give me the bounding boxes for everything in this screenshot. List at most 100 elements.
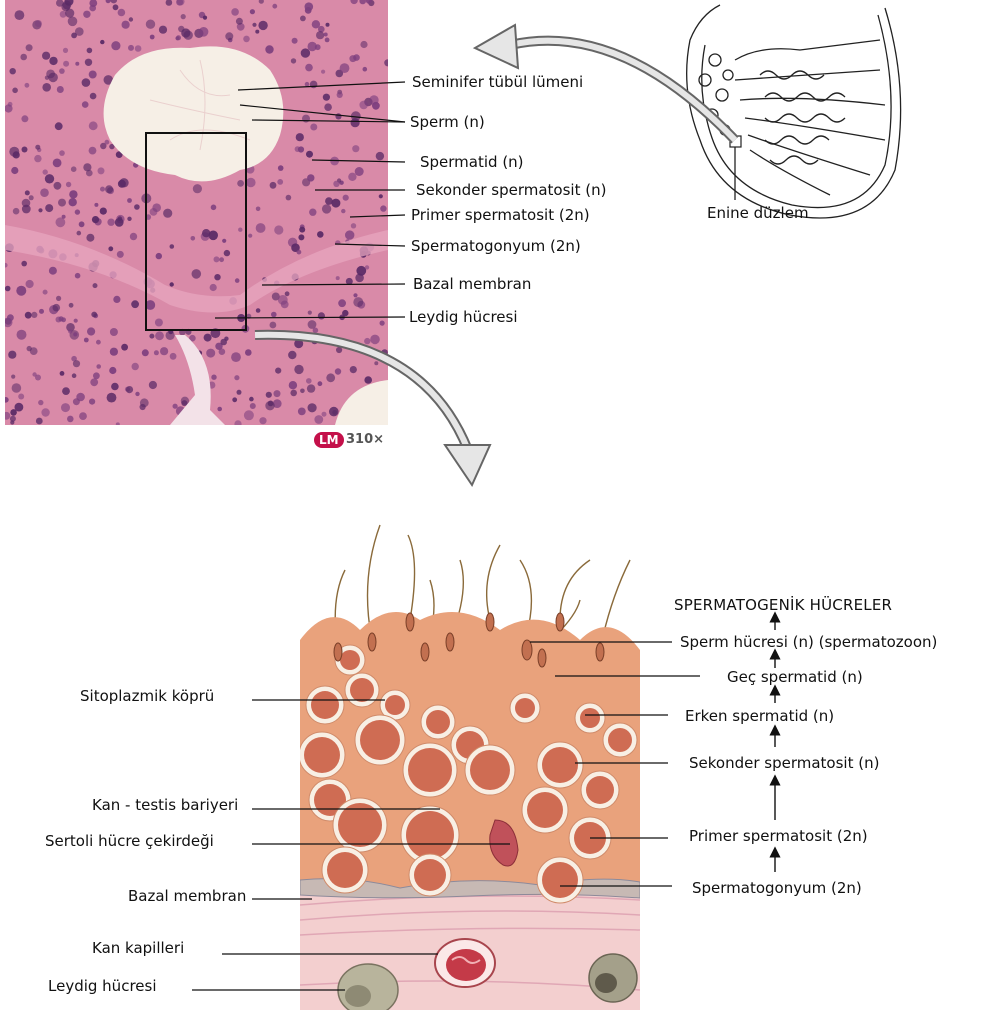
- nucleus-dot: [342, 310, 348, 316]
- nucleus-dot: [150, 208, 158, 216]
- nucleus-dot: [63, 1, 72, 10]
- nucleus-dot: [255, 30, 259, 34]
- nucleus-dot: [300, 389, 305, 394]
- nucleus-dot: [108, 246, 113, 251]
- nucleus-dot: [21, 261, 27, 267]
- nucleus-dot: [224, 250, 230, 256]
- nucleus-dot: [67, 416, 74, 423]
- nucleus-dot: [134, 204, 140, 210]
- nucleus-dot: [156, 253, 162, 259]
- nucleus-dot: [100, 187, 105, 192]
- nucleus-dot: [68, 329, 72, 333]
- nucleus-dot: [285, 291, 290, 296]
- nucleus-dot: [149, 381, 157, 389]
- nucleus-dot: [117, 251, 124, 258]
- nucleus-dot: [110, 328, 118, 336]
- nucleus-dot: [325, 197, 333, 205]
- nucleus-dot: [127, 217, 131, 221]
- label-basal-membrane: Bazal membran: [413, 275, 531, 293]
- nucleus-dot: [59, 68, 65, 74]
- nucleus-dot: [163, 209, 172, 218]
- nucleus-dot: [290, 390, 297, 397]
- label-spermatid: Spermatid (n): [420, 153, 524, 171]
- spermatogenic-drawing: [299, 525, 640, 1016]
- label-cytoplasmic-bridge: Sitoplazmik köprü: [80, 687, 214, 705]
- nucleus-dot: [16, 286, 26, 296]
- germ-cell-nucleus: [580, 708, 600, 728]
- nucleus-dot: [355, 274, 364, 283]
- nucleus-dot: [55, 122, 63, 130]
- nucleus-dot: [74, 319, 78, 323]
- nucleus-dot: [35, 375, 41, 381]
- germ-cell-nucleus: [515, 698, 535, 718]
- nucleus-dot: [40, 188, 49, 197]
- nucleus-dot: [266, 392, 272, 398]
- nucleus-dot: [353, 297, 363, 307]
- germ-cell-nucleus: [304, 737, 340, 773]
- nucleus-dot: [132, 363, 139, 370]
- nucleus-dot: [296, 133, 304, 141]
- nucleus-dot: [291, 58, 296, 63]
- nucleus-dot: [90, 93, 97, 100]
- nucleus-dot: [83, 11, 90, 18]
- nucleus-dot: [5, 286, 11, 292]
- nucleus-dot: [238, 228, 242, 232]
- nucleus-dot: [35, 20, 42, 27]
- nucleus-dot: [246, 178, 256, 188]
- nucleus-dot: [307, 174, 314, 181]
- nucleus-dot: [231, 352, 241, 362]
- nucleus-dot: [63, 61, 69, 67]
- nucleus-dot: [45, 174, 54, 183]
- nucleus-dot: [288, 351, 296, 359]
- nucleus-dot: [295, 146, 301, 152]
- nucleus-dot: [109, 367, 116, 374]
- nucleus-dot: [250, 403, 256, 409]
- nucleus-dot: [237, 390, 242, 395]
- label-drawing-primary: Primer spermatosit (2n): [689, 827, 868, 845]
- nucleus-dot: [3, 263, 8, 268]
- nucleus-dot: [54, 182, 62, 190]
- nucleus-dot: [110, 348, 118, 356]
- nucleus-dot: [113, 4, 119, 10]
- nucleus-dot: [13, 208, 20, 215]
- nucleus-dot: [312, 20, 320, 28]
- nucleus-dot: [332, 410, 337, 415]
- nucleus-dot: [236, 18, 243, 25]
- nucleus-dot: [353, 293, 357, 297]
- nucleus-dot: [286, 195, 292, 201]
- label-drawing-basal-membrane: Bazal membran: [128, 887, 246, 905]
- nucleus-dot: [38, 208, 42, 212]
- nucleus-dot: [336, 276, 340, 280]
- nucleus-dot: [337, 92, 343, 98]
- nucleus-dot: [86, 170, 93, 177]
- label-late-spermatid: Geç spermatid (n): [727, 668, 863, 686]
- nucleus-dot: [49, 267, 57, 275]
- nucleus-dot: [107, 219, 114, 226]
- nucleus-dot: [75, 273, 81, 279]
- nucleus-dot: [118, 9, 126, 17]
- nucleus-dot: [364, 376, 372, 384]
- nucleus-dot: [353, 54, 360, 61]
- nucleus-dot: [84, 338, 89, 343]
- nucleus-dot: [204, 334, 212, 342]
- nucleus-dot: [15, 403, 24, 412]
- nucleus-dot: [360, 41, 367, 48]
- nucleus-dot: [29, 195, 34, 200]
- label-sertoli-nucleus: Sertoli hücre çekirdeği: [45, 832, 214, 850]
- nucleus-dot: [18, 394, 24, 400]
- nucleus-dot: [306, 378, 312, 384]
- germ-cell-nucleus: [350, 678, 374, 702]
- label-transverse-plane: Enine düzlem: [707, 204, 809, 222]
- nucleus-dot: [42, 83, 51, 92]
- nucleus-dot: [199, 27, 209, 37]
- nucleus-dot: [292, 38, 298, 44]
- nucleus-dot: [245, 349, 252, 356]
- nucleus-dot: [335, 113, 341, 119]
- nucleus-dot: [365, 265, 369, 269]
- nucleus-dot: [26, 44, 33, 51]
- nucleus-dot: [41, 408, 49, 416]
- nucleus-dot: [211, 375, 216, 380]
- germ-cell-nucleus: [385, 695, 405, 715]
- nucleus-dot: [275, 368, 281, 374]
- testis-sketch: [687, 5, 901, 218]
